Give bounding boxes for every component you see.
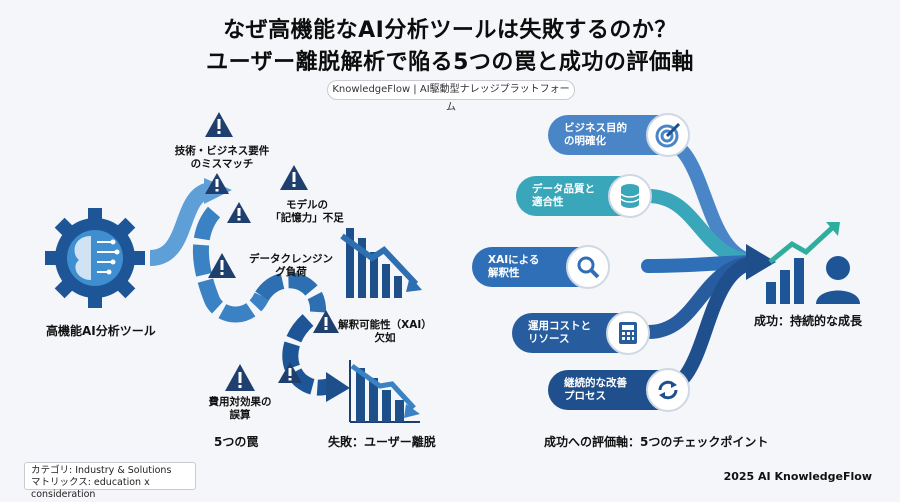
legend-matrix: マトリックス: education x consideration	[31, 477, 150, 500]
success-arrowhead	[746, 244, 776, 280]
traps-section-label: 5つの罠	[214, 435, 259, 449]
footer-brand: 2025 AI KnowledgeFlow	[723, 470, 872, 483]
checkpoint-label-3: XAIによる 解釈性	[488, 254, 540, 279]
trap-path-arrowhead-2	[326, 372, 350, 402]
page-title-line2: ユーザー離脱解析で陥る5つの罠と成功の評価軸	[206, 50, 694, 75]
checkpoint-pill-5: 継続的な改善 プロセス	[548, 368, 690, 412]
success-growth-chart-icon	[766, 222, 860, 304]
trap-label-2: モデルの 「記憶力」不足	[270, 199, 344, 224]
trap-label-3: データクレンジン グ負荷	[249, 253, 333, 278]
checkpoint-streams	[641, 133, 767, 397]
checkpoint-pill-2: データ品質と 適合性	[516, 174, 652, 218]
trap-label-4: 解釈可能性（XAI） 欠如	[338, 319, 432, 344]
success-label: 成功：持続的な成長	[754, 314, 863, 328]
ai-tool-gear-icon	[45, 208, 145, 308]
warning-icons	[205, 112, 339, 391]
database-icon	[608, 174, 652, 218]
checkpoints-section-label: 成功への評価軸：5つのチェックポイント	[544, 435, 769, 449]
calculator-icon	[606, 311, 650, 355]
checkpoint-pill-3: XAIによる 解釈性	[472, 245, 610, 289]
checkpoint-label-4: 運用コストと リソース	[528, 320, 591, 345]
failure-label: 失敗：ユーザー離脱	[328, 435, 436, 449]
search-icon	[566, 245, 610, 289]
trap-path-segment-3	[255, 272, 326, 313]
target-icon	[646, 113, 690, 157]
checkpoint-label-2: データ品質と 適合性	[532, 183, 595, 208]
checkpoint-pill-1: ビジネス目的 の明確化	[548, 113, 690, 157]
trap-label-5: 費用対効果の 誤算	[208, 396, 272, 421]
page-title-line1: なぜ高機能なAI分析ツールは失敗するのか？	[223, 18, 677, 43]
checkpoint-label-5: 継続的な改善 プロセス	[564, 377, 627, 402]
failing-chart-bottom	[349, 360, 420, 423]
brand-pill: KnowledgeFlow | AI駆動型ナレッジプラットフォーム	[327, 80, 575, 113]
trap-path-segment-1	[149, 182, 213, 266]
trap-path-segment-2	[193, 206, 270, 323]
checkpoint-pill-4: 運用コストと リソース	[512, 311, 650, 355]
failing-chart-top	[340, 228, 422, 298]
trap-label-1: 技術・ビジネス要件 のミスマッチ	[174, 145, 270, 170]
ai-tool-label: 高機能AI分析ツール	[46, 324, 156, 338]
legend-category: カテゴリ: Industry & Solutions	[31, 465, 172, 476]
checkpoint-label-1: ビジネス目的 の明確化	[564, 122, 627, 147]
refresh-icon	[646, 368, 690, 412]
category-legend: カテゴリ: Industry & Solutions マトリックス: educa…	[24, 462, 196, 500]
